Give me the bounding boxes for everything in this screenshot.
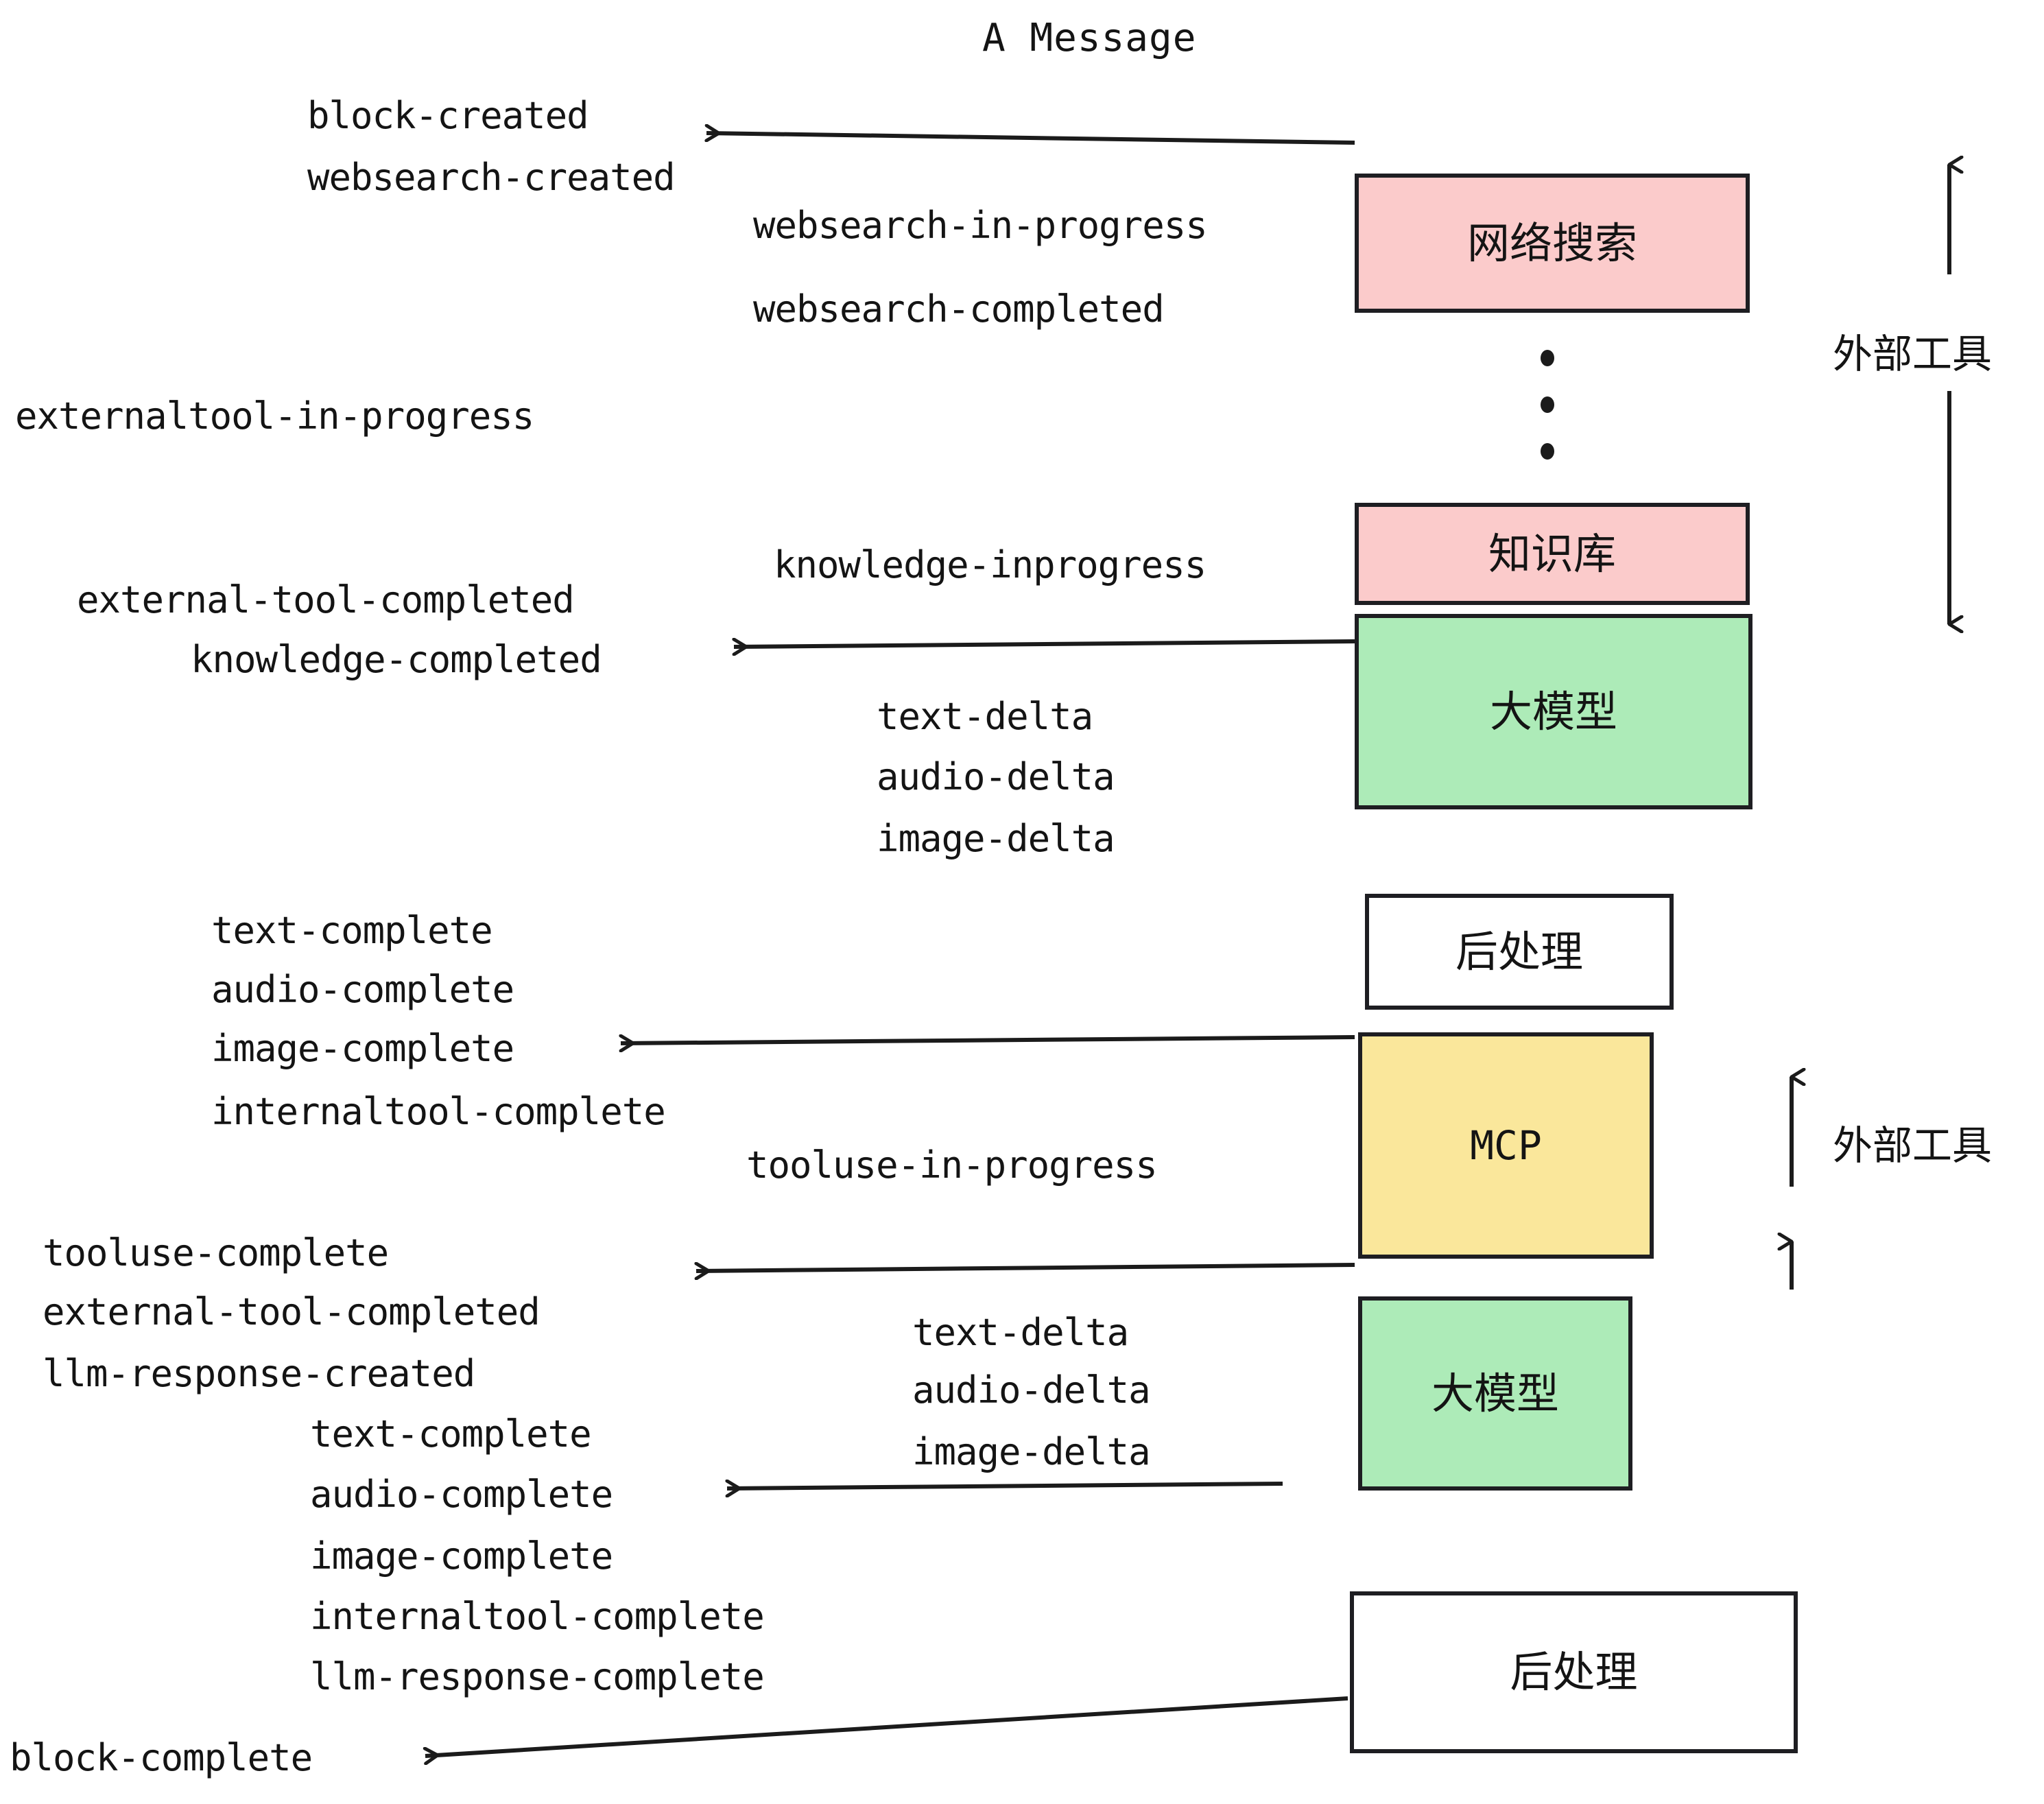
arrow-mcp-to-tooluse-complete [696,1265,1355,1271]
event-text-complete-2: text-complete [310,1412,592,1456]
node-postprocess-1-label: 后处理 [1455,926,1583,977]
event-block-complete: block-complete [10,1736,313,1779]
event-tooluse-in-progress: tooluse-in-progress [746,1143,1158,1187]
arrow-llm1-to-image-complete [621,1037,1355,1043]
event-audio-complete-1: audio-complete [211,968,514,1011]
node-postprocess-1: 后处理 [1365,894,1674,1010]
diagram-title: A Message [982,16,1197,60]
node-llm-1-label: 大模型 [1489,686,1617,737]
event-knowledge-inprogress: knowledge-inprogress [774,543,1207,586]
event-audio-delta-1: audio-delta [877,755,1115,798]
event-internaltool-complete-1: internaltool-complete [211,1090,666,1133]
node-websearch: 网络搜索 [1355,174,1750,313]
node-postprocess-2-label: 后处理 [1510,1647,1638,1697]
event-text-delta-2: text-delta [912,1311,1129,1354]
event-websearch-in-progress: websearch-in-progress [753,204,1208,247]
node-mcp: MCP [1358,1032,1654,1259]
event-text-complete-1: text-complete [211,909,493,952]
arrow-knowledge-to-knowledge-completed [734,641,1355,647]
event-image-complete-1: image-complete [211,1027,514,1070]
node-knowledge-base: 知识库 [1355,503,1750,605]
event-image-complete-2: image-complete [310,1534,613,1578]
event-image-delta-1: image-delta [877,817,1115,860]
event-llm-response-complete: llm-response-complete [310,1655,765,1698]
event-websearch-completed: websearch-completed [753,287,1165,331]
node-llm-1: 大模型 [1355,614,1752,809]
side-label-external-tools-2: 外部工具 [1833,1122,1993,1169]
event-internaltool-complete-2: internaltool-complete [310,1595,765,1638]
node-websearch-label: 网络搜索 [1466,217,1637,268]
event-websearch-created: websearch-created [307,156,676,199]
event-image-delta-2: image-delta [912,1430,1151,1473]
ellipsis-dots [1540,350,1555,460]
node-llm-2: 大模型 [1358,1296,1632,1491]
event-tooluse-complete: tooluse-complete [43,1231,389,1274]
event-external-tool-completed-2: external-tool-completed [43,1290,540,1333]
node-knowledge-base-label: 知识库 [1488,528,1616,579]
side-label-external-tools-1: 外部工具 [1833,331,1993,377]
event-llm-response-created: llm-response-created [43,1352,475,1395]
arrow-llm2-to-audio-complete [727,1484,1283,1488]
arrow-postprocess-to-block-complete [425,1696,1348,1756]
event-text-delta-1: text-delta [877,695,1093,738]
node-llm-2-label: 大模型 [1431,1368,1559,1419]
arrow-websearch-to-block-created [706,133,1355,145]
node-mcp-label: MCP [1470,1122,1542,1169]
event-externaltool-in-progress: externaltool-in-progress [15,394,534,438]
event-audio-complete-2: audio-complete [310,1473,613,1516]
event-block-created: block-created [307,94,589,137]
event-external-tool-completed-1: external-tool-completed [77,578,575,621]
event-audio-delta-2: audio-delta [912,1368,1151,1412]
event-knowledge-completed: knowledge-completed [191,638,602,681]
node-postprocess-2: 后处理 [1350,1591,1798,1753]
